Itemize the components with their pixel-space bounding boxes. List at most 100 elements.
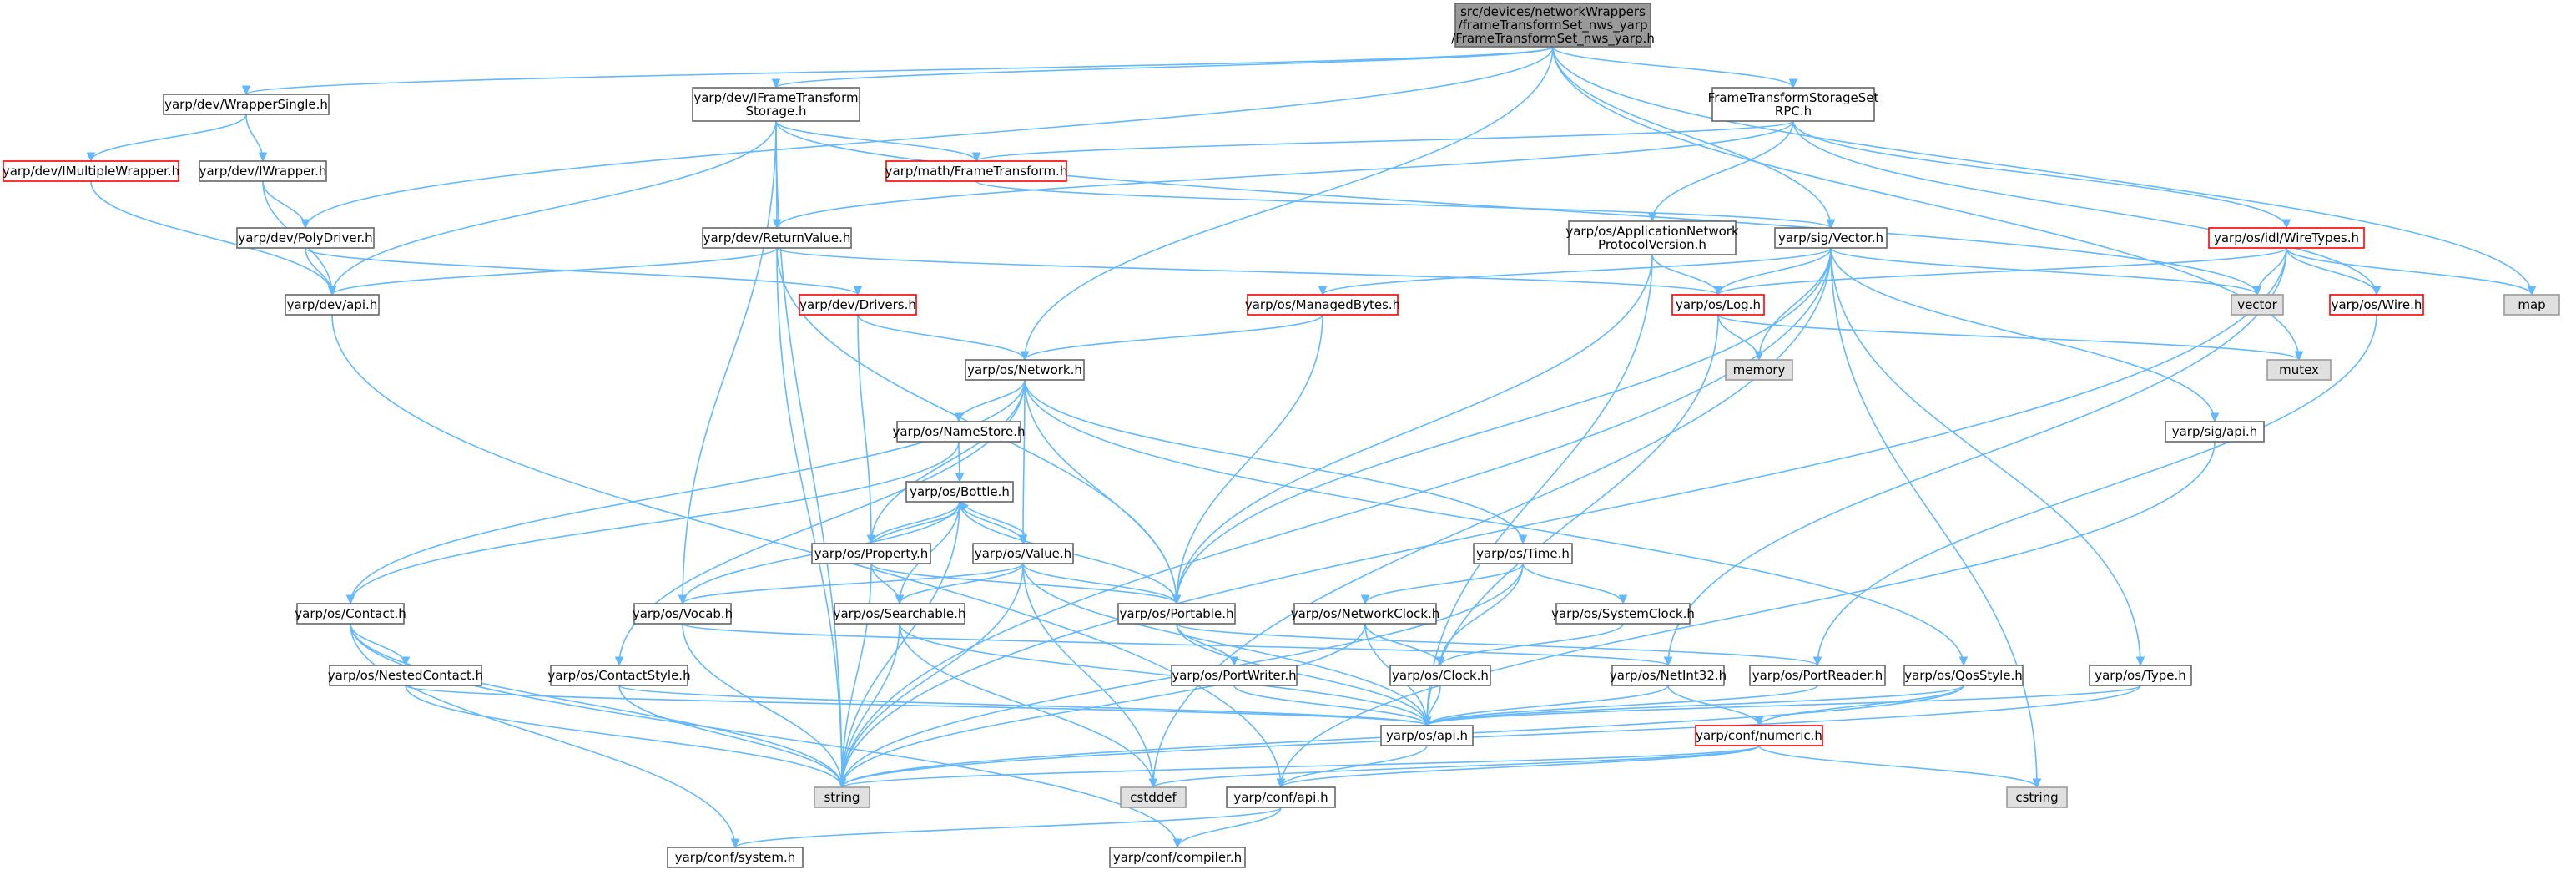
node-mutex[interactable]: mutex xyxy=(2266,359,2332,381)
node-iwrapper[interactable]: yarp/dev/IWrapper.h xyxy=(199,160,327,182)
node-portreader[interactable]: yarp/os/PortReader.h xyxy=(1749,665,1886,686)
node-conf-api[interactable]: yarp/conf/api.h xyxy=(1226,786,1336,808)
node-root[interactable]: src/devices/networkWrappers/frameTransfo… xyxy=(1451,3,1655,48)
node-managedbytes[interactable]: yarp/os/ManagedBytes.h xyxy=(1245,294,1400,316)
node-label: /FrameTransformSet_nws_yarp.h xyxy=(1451,31,1655,47)
node-label: yarp/dev/Drivers.h xyxy=(799,297,916,312)
node-os-type[interactable]: yarp/os/Type.h xyxy=(2089,665,2192,686)
node-namestore[interactable]: yarp/os/NameStore.h xyxy=(892,421,1026,443)
node-time[interactable]: yarp/os/Time.h xyxy=(1473,543,1573,564)
node-value[interactable]: yarp/os/Value.h xyxy=(972,543,1074,564)
edge-os_network-to-namestore xyxy=(954,379,1026,423)
node-label: yarp/os/Property.h xyxy=(814,546,928,561)
edge-wiretypes-to-map xyxy=(2286,247,2537,296)
node-label: yarp/os/Clock.h xyxy=(1392,668,1489,683)
edge-namestore-to-contact xyxy=(345,441,960,605)
edge-conf_numeric-to-cstring xyxy=(1758,745,2042,789)
node-clock[interactable]: yarp/os/Clock.h xyxy=(1389,665,1491,686)
node-nestedcontact[interactable]: yarp/os/NestedContact.h xyxy=(328,665,483,686)
node-os-wire[interactable]: yarp/os/Wire.h xyxy=(2329,294,2424,316)
edge-polydriver-to-dev_drivers xyxy=(305,247,863,296)
node-label: yarp/conf/system.h xyxy=(675,850,796,865)
node-imultiplewrapper[interactable]: yarp/dev/IMultipleWrapper.h xyxy=(3,160,179,182)
node-property[interactable]: yarp/os/Property.h xyxy=(811,543,931,564)
node-cstring[interactable]: cstring xyxy=(2006,786,2068,808)
edge-wiretypes-to-os_wire xyxy=(2286,247,2382,296)
edge-sig_vector-to-os_log xyxy=(1713,247,1832,296)
node-portable[interactable]: yarp/os/Portable.h xyxy=(1117,603,1236,625)
node-sig-api[interactable]: yarp/sig/api.h xyxy=(2165,421,2265,443)
node-label: yarp/os/NetworkClock.h xyxy=(1291,606,1440,621)
node-conf-compiler[interactable]: yarp/conf/compiler.h xyxy=(1109,847,1246,868)
node-netint32[interactable]: yarp/os/NetInt32.h xyxy=(1610,665,1727,686)
node-sig-vector[interactable]: yarp/sig/Vector.h xyxy=(1774,227,1888,249)
edge-conf_numeric-to-conf_api xyxy=(1276,745,1760,789)
node-os-log[interactable]: yarp/os/Log.h xyxy=(1671,294,1765,316)
node-label: /frameTransformSet_nws_yarp xyxy=(1458,18,1647,33)
node-os-api[interactable]: yarp/os/api.h xyxy=(1380,725,1474,746)
node-systemclock[interactable]: yarp/os/SystemClock.h xyxy=(1551,603,1695,625)
node-dev-drivers[interactable]: yarp/dev/Drivers.h xyxy=(799,294,917,316)
edge-os_log-to-memory xyxy=(1717,314,1764,362)
node-label: yarp/os/Wire.h xyxy=(2332,297,2422,312)
node-label: yarp/conf/compiler.h xyxy=(1113,850,1242,865)
node-contact[interactable]: yarp/os/Contact.h xyxy=(295,603,406,625)
edge-qosstyle-to-conf_numeric xyxy=(1754,685,1964,727)
node-label: yarp/os/idl/WireTypes.h xyxy=(2214,230,2359,245)
node-label: RPC.h xyxy=(1775,104,1812,119)
node-conf-system[interactable]: yarp/conf/system.h xyxy=(667,847,804,868)
edge-time-to-networkclock xyxy=(1360,563,1524,605)
edge-vocab-to-netint32 xyxy=(682,623,1673,667)
node-os-network[interactable]: yarp/os/Network.h xyxy=(965,359,1085,381)
node-label: cstring xyxy=(2015,790,2058,805)
node-dev-api[interactable]: yarp/dev/api.h xyxy=(285,294,380,316)
node-vocab[interactable]: yarp/os/Vocab.h xyxy=(633,603,733,625)
node-cstddef[interactable]: cstddef xyxy=(1120,786,1187,808)
edge-portable-to-portreader xyxy=(1176,623,1822,667)
edge-os_type-to-os_api xyxy=(1422,685,2141,727)
edge-contact-to-nestedcontact xyxy=(350,623,411,667)
node-math-frametransform[interactable]: yarp/math/FrameTransform.h xyxy=(885,160,1068,182)
node-qosstyle[interactable]: yarp/os/QosStyle.h xyxy=(1903,665,2024,686)
node-portwriter[interactable]: yarp/os/PortWriter.h xyxy=(1171,665,1298,686)
edge-wrappersingle-to-iwrapper xyxy=(245,114,268,163)
node-appnetprotocolversion[interactable]: yarp/os/ApplicationNetworkProtocolVersio… xyxy=(1565,220,1739,255)
node-wrappersingle[interactable]: yarp/dev/WrapperSingle.h xyxy=(163,94,330,115)
node-returnvalue[interactable]: yarp/dev/ReturnValue.h xyxy=(702,227,852,249)
node-map[interactable]: map xyxy=(2503,294,2560,316)
node-label: yarp/os/Bottle.h xyxy=(910,484,1010,499)
edge-sig_vector-to-managedbytes xyxy=(1318,247,1832,296)
node-memory[interactable]: memory xyxy=(1725,359,1793,381)
node-label: src/devices/networkWrappers xyxy=(1460,4,1646,19)
node-label: yarp/os/PortWriter.h xyxy=(1172,668,1296,683)
node-wiretypes[interactable]: yarp/os/idl/WireTypes.h xyxy=(2208,227,2365,249)
node-networkclock[interactable]: yarp/os/NetworkClock.h xyxy=(1291,603,1440,625)
node-label: FrameTransformStorageSet xyxy=(1708,90,1879,105)
node-contactstyle[interactable]: yarp/os/ContactStyle.h xyxy=(547,665,691,686)
node-label: yarp/os/ContactStyle.h xyxy=(547,668,690,683)
node-vector[interactable]: vector xyxy=(2231,294,2284,316)
node-label: yarp/os/NameStore.h xyxy=(892,424,1025,439)
edge-value-to-portable xyxy=(1022,563,1182,605)
edge-returnvalue-to-dev_api xyxy=(327,247,778,296)
node-searchable[interactable]: yarp/os/Searchable.h xyxy=(834,603,966,625)
node-label: yarp/os/Time.h xyxy=(1476,546,1570,561)
nodes-layer: src/devices/networkWrappers/frameTransfo… xyxy=(3,3,2560,868)
node-label: yarp/os/Log.h xyxy=(1676,297,1761,312)
node-bottle[interactable]: yarp/os/Bottle.h xyxy=(905,481,1014,503)
node-string[interactable]: string xyxy=(814,786,870,808)
node-label: yarp/os/NetInt32.h xyxy=(1610,668,1727,683)
node-label: yarp/dev/WrapperSingle.h xyxy=(164,97,328,112)
node-label: yarp/os/Network.h xyxy=(967,362,1082,377)
node-label: mutex xyxy=(2279,362,2319,377)
node-label: yarp/os/Contact.h xyxy=(295,606,406,621)
node-label: yarp/os/Vocab.h xyxy=(633,606,733,621)
node-conf-numeric[interactable]: yarp/conf/numeric.h xyxy=(1695,725,1823,746)
edge-math_frametransform-to-sig_vector xyxy=(975,180,1836,230)
node-polydriver[interactable]: yarp/dev/PolyDriver.h xyxy=(236,227,375,249)
node-label: yarp/os/api.h xyxy=(1386,728,1468,743)
node-label: yarp/math/FrameTransform.h xyxy=(885,164,1068,179)
edge-value-to-searchable xyxy=(895,563,1024,605)
